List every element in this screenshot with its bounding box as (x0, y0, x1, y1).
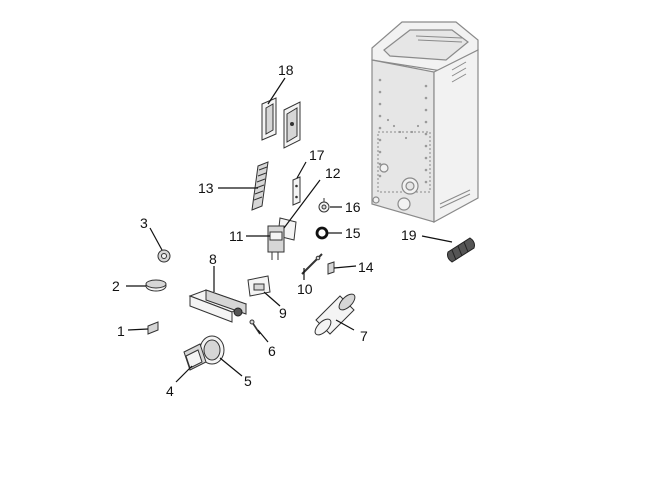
callout-16: 16 (345, 199, 361, 215)
callout-10: 10 (297, 281, 313, 297)
callout-14: 14 (358, 259, 374, 275)
callout-17: 17 (309, 147, 325, 163)
part-7-cylinder (314, 293, 356, 336)
part-10-rod (301, 253, 323, 275)
part-15-ring (315, 226, 329, 240)
callout-2: 2 (112, 278, 120, 294)
callout-12: 12 (325, 165, 341, 181)
part-9-bracket (247, 275, 271, 297)
callout-9: 9 (279, 305, 287, 321)
callout-1: 1 (117, 323, 125, 339)
part-18-control-boards (261, 97, 301, 149)
part-6-screw (249, 319, 261, 335)
part-3-valve (157, 249, 171, 263)
callout-8: 8 (209, 251, 217, 267)
part-4-5-motor (183, 335, 225, 371)
part-19-hose (447, 237, 475, 263)
part-1-fitting (147, 321, 159, 335)
callout-11: 11 (229, 228, 244, 244)
part-13-coil (251, 161, 269, 211)
callout-7: 7 (360, 328, 368, 344)
callout-labels: 18 13 17 12 11 16 15 19 3 2 8 10 14 9 1 … (112, 62, 417, 399)
callout-15: 15 (345, 225, 361, 241)
callout-18: 18 (278, 62, 294, 78)
callout-4: 4 (166, 383, 174, 399)
part-17-plate (292, 176, 301, 206)
part-11-12-pump-assembly (267, 217, 297, 260)
callout-5: 5 (244, 373, 252, 389)
callout-6: 6 (268, 343, 276, 359)
callout-3: 3 (140, 215, 148, 231)
appliance-cabinet (371, 21, 479, 224)
part-2-cap (145, 279, 167, 292)
callout-19: 19 (401, 227, 417, 243)
part-8-housing (188, 289, 248, 323)
leader-lines (126, 77, 453, 383)
part-16-knob (318, 198, 330, 213)
part-14-clip (327, 261, 335, 275)
callout-13: 13 (198, 180, 214, 196)
